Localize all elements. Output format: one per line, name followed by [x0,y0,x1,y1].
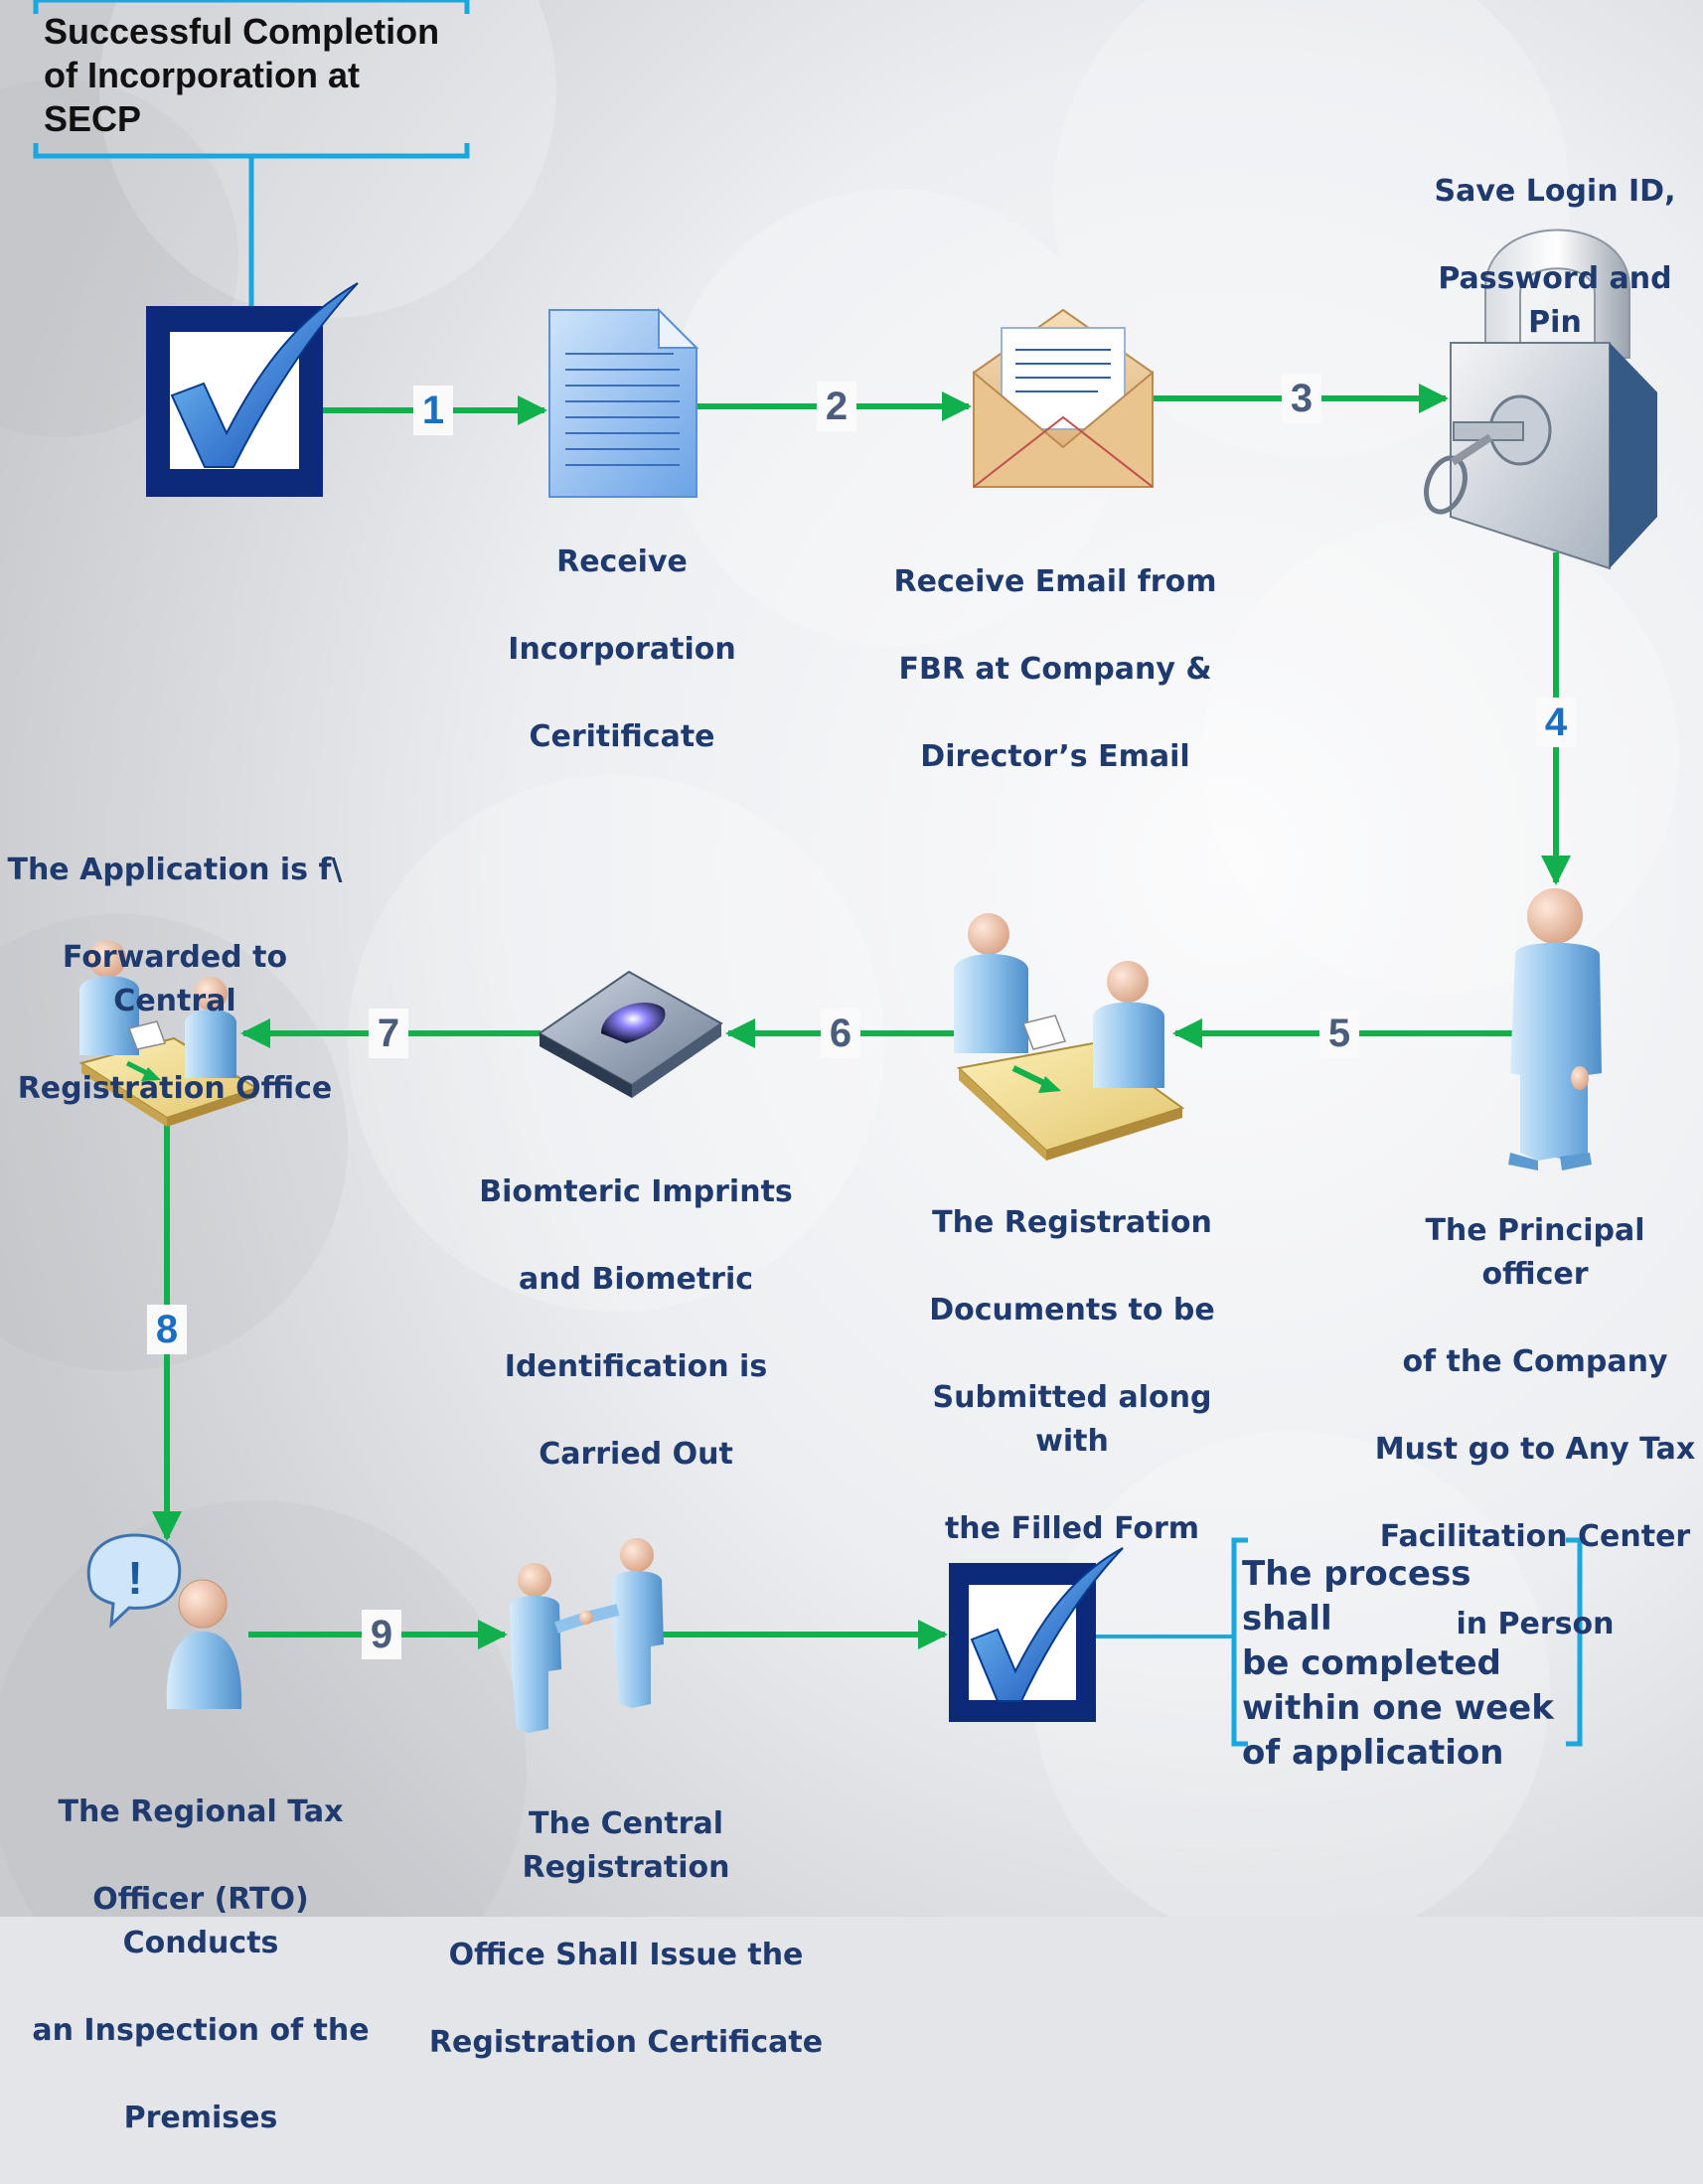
document-icon [548,307,699,498]
step-caption: Biomteric Imprints and Biometric Identif… [479,1174,793,1472]
handshake-icon [510,1538,664,1733]
step-caption: The Central Registration Office Shall Is… [428,1806,824,2060]
final-bracket [1231,1537,1583,1747]
step-caption: The Principal officer of the Company Mus… [1374,1213,1696,1641]
biometric-scanner-icon [538,970,723,1098]
step-caption: The Application is f\ Forwarded to Centr… [7,853,343,1106]
padlock-key-icon [1424,229,1657,570]
step-caption: Save Login ID, Password and Pin [1434,174,1676,340]
title-box: Successful Completion of Incorporation a… [44,10,471,141]
title-bracket [33,0,470,306]
desk-meeting-icon [954,913,1185,1161]
step-caption: The Registration Documents to be Submitt… [929,1205,1215,1546]
envelope-icon [973,308,1154,488]
step-number: 5 [1319,1009,1359,1058]
step-caption: Receive Incorporation Ceritificate [508,545,736,754]
step-number: 9 [362,1610,401,1659]
final-note-line: of application [1242,1733,1504,1773]
standing-person-icon [1508,888,1602,1170]
step-number: 3 [1282,374,1321,423]
step-number: 4 [1536,698,1576,747]
final-note: The process shall be completed within on… [1242,1552,1570,1776]
title-line: of Incorporation at [44,55,360,95]
title-line: SECP [44,98,142,139]
svg-text:!: ! [127,1552,142,1604]
step-number: 1 [413,386,453,435]
process-flowchart: ! [33,0,1657,1747]
start-checkbox-icon [146,282,359,497]
title-line: Successful Completion [44,11,440,52]
step-caption: The Regional Tax Officer (RTO) Conducts … [32,1794,370,2135]
final-note-line: be completed [1242,1643,1501,1683]
officer-alert-icon: ! [86,1533,242,1709]
step-number: 8 [147,1305,187,1354]
step-number: 6 [821,1009,860,1058]
final-note-line: within one week [1242,1688,1554,1728]
desk-meeting-icon [78,940,259,1127]
step-number: 2 [817,382,856,431]
step-caption: Receive Email from FBR at Company & Dire… [893,564,1217,774]
final-note-line: The process shall [1242,1554,1471,1638]
step-number: 7 [369,1009,408,1058]
end-checkbox-icon [949,1547,1124,1722]
